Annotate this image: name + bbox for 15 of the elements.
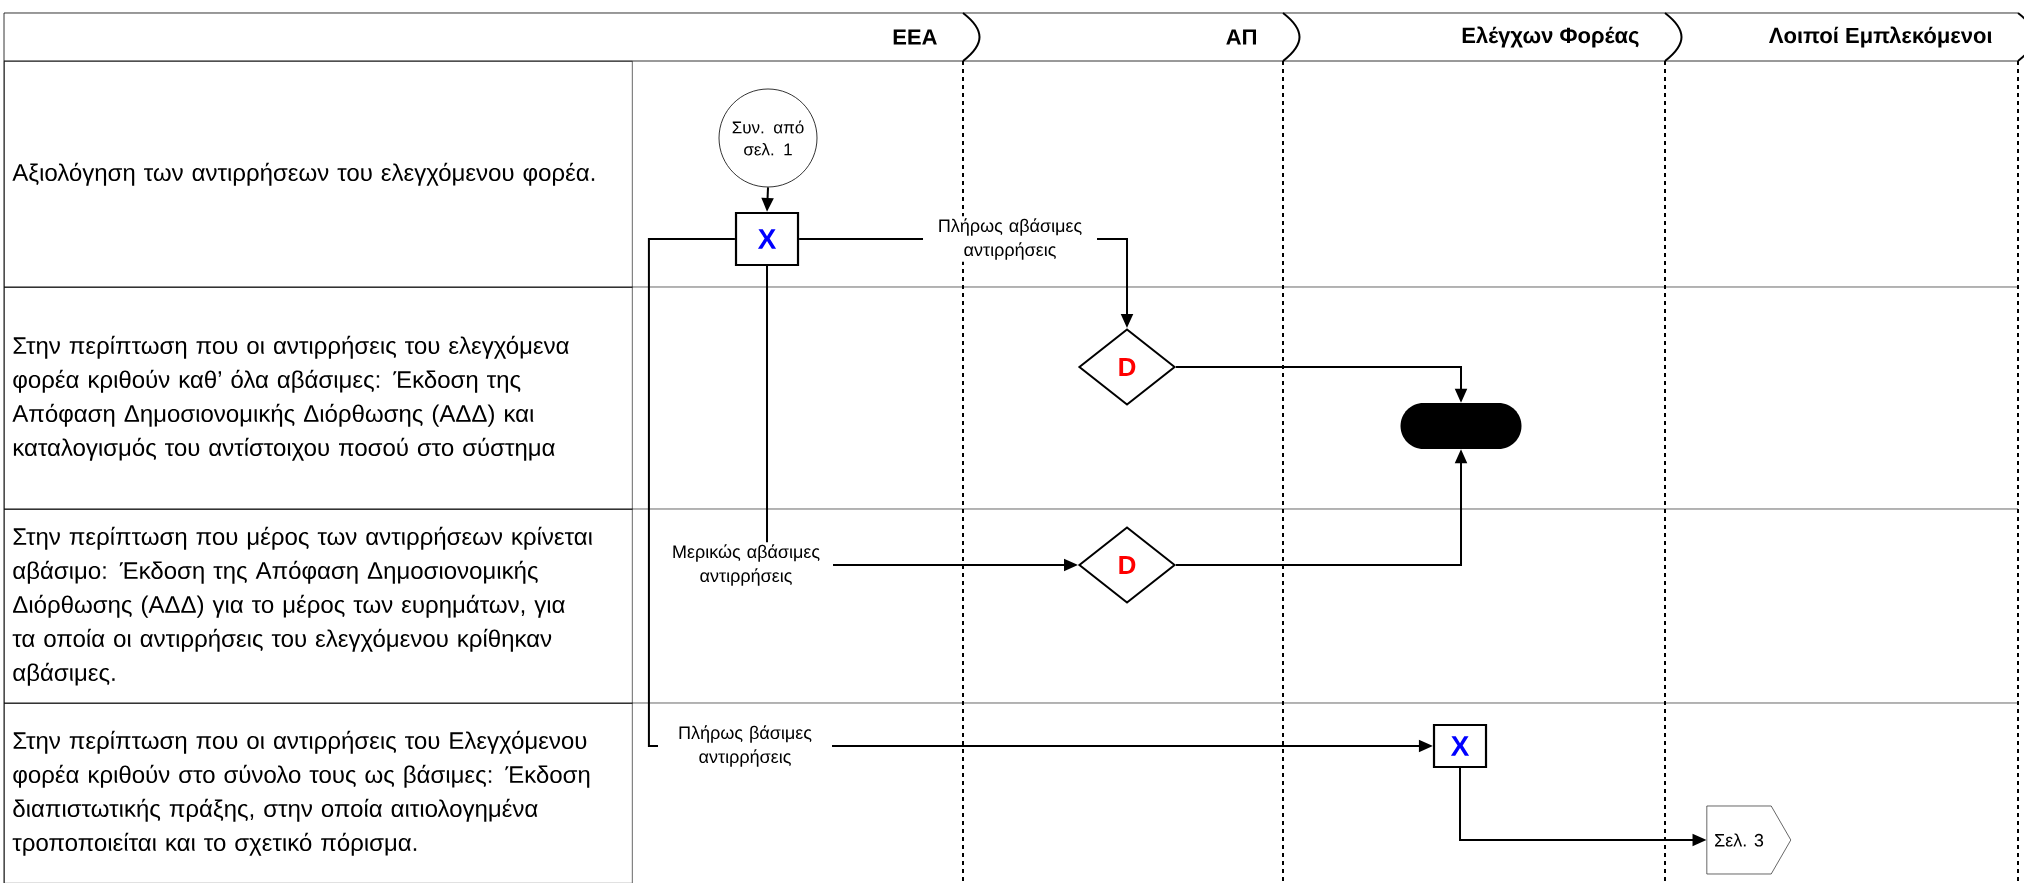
edge-label: Πλήρως αβάσιμες αντιρρήσεις	[923, 216, 1097, 262]
page-connector: Σελ. 3	[1706, 805, 1792, 875]
row-description: Στην περίπτωση που οι αντιρρήσεις του ελεγχόμενα φορέα κριθούν καθ’ όλα αβάσιμες: Έκδοση της Απόφαση Δημοσιονομικής Διόρθωσης (ΑΔΔ) και καταλογισμός του αντίστοιχου ποσού στο σύστημα	[4, 287, 633, 510]
lane-header: Λοιποί Εμπλεκόμενοι	[1769, 12, 2024, 62]
edge-label: Πλήρως βάσιμες αντιρρήσεις	[658, 723, 832, 769]
gateway-box: X	[734, 211, 800, 267]
edge-label: Μερικώς αβάσιμες αντιρρήσεις	[659, 542, 833, 588]
row-description: Στην περίπτωση που μέρος των αντιρρήσεων κρίνεται αβάσιμο: Έκδοση της Απόφαση Δημοσιονομικής Διόρθωσης (ΑΔΔ) για το μέρος των ευρημάτων, για τα οποία οι αντιρρήσεις του ελεγχόμενου κρίθηκαν αβάσιμες.	[4, 509, 633, 704]
lane-header: Ελέγχων Φορέας	[1462, 12, 1683, 62]
terminator-bar	[1400, 403, 1522, 449]
gateway-box: X	[1432, 723, 1488, 769]
row-description: Αξιολόγηση των αντιρρήσεων του ελεγχόμενου φορέα.	[4, 61, 633, 288]
lane-header: ΑΠ	[1226, 12, 1301, 62]
row-description: Στην περίπτωση που οι αντιρρήσεις του Ελεγχόμενου φορέα κριθούν στο σύνολο τους ως βάσιμες: Έκδοση διαπιστωτικής πράξης, στην οποία αιτιολογημένα τροποποιείται και το σχετικό πόρισμα.	[4, 703, 633, 883]
lane-header: ΕΕΑ	[893, 12, 981, 62]
